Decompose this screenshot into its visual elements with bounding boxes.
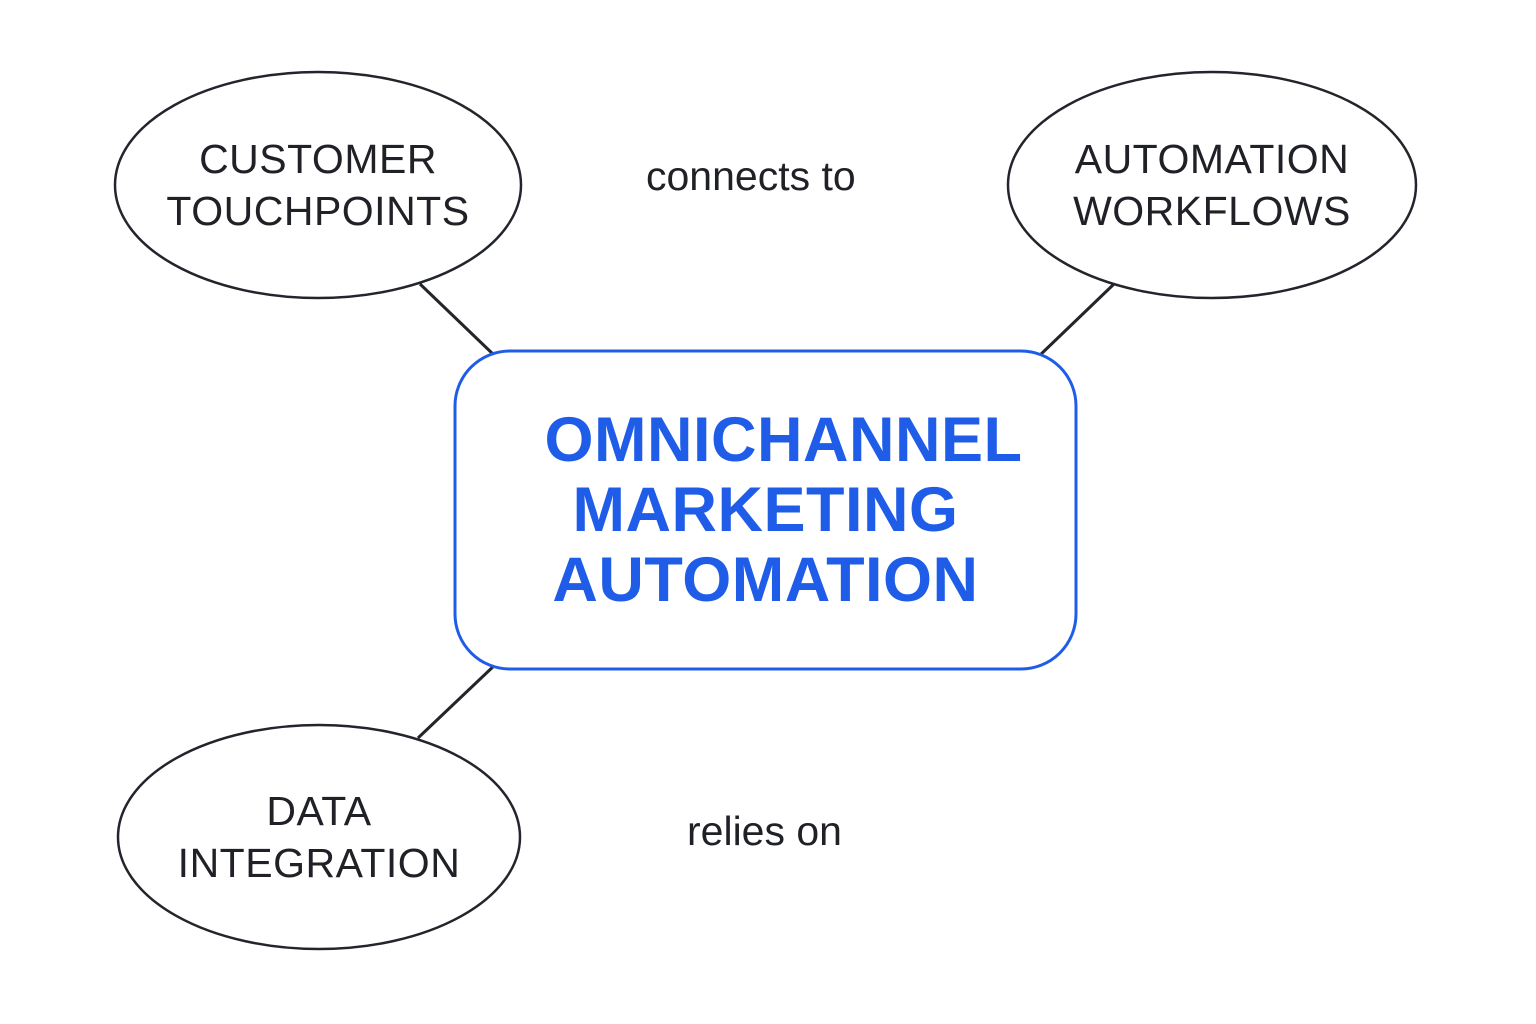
data-integration-line-1: DATA [266, 788, 372, 834]
automation-workflows-ellipse [1006, 70, 1418, 300]
data-integration-line-2: INTEGRATION [177, 840, 461, 886]
data-integration-ellipse [116, 723, 522, 951]
edge-label-relies-on: relies on [687, 808, 842, 854]
customer-touchpoints-line-2: TOUCHPOINTS [166, 188, 470, 234]
connector-data-integration [416, 661, 499, 740]
data-integration-label: DATA INTEGRATION [118, 725, 520, 949]
customer-touchpoints-ellipse [113, 70, 523, 300]
center-line-1: OMNICHANNEL [544, 405, 1023, 475]
connector-automation-workflows [1036, 282, 1116, 359]
center-node-box [453, 349, 1078, 671]
automation-workflows-label: AUTOMATION WORKFLOWS [1008, 72, 1416, 298]
automation-workflows-line-2: WORKFLOWS [1073, 188, 1351, 234]
center-line-3: AUTOMATION [552, 545, 979, 615]
center-line-2: MARKETING [572, 475, 959, 545]
center-node-label: OMNICHANNEL MARKETING AUTOMATION [455, 351, 1076, 669]
customer-touchpoints-line-1: CUSTOMER [199, 136, 437, 182]
connector-customer-touchpoints [418, 282, 497, 358]
customer-touchpoints-label: CUSTOMER TOUCHPOINTS [115, 72, 521, 298]
automation-workflows-line-1: AUTOMATION [1074, 136, 1350, 182]
edge-label-connects-to: connects to [646, 153, 856, 199]
